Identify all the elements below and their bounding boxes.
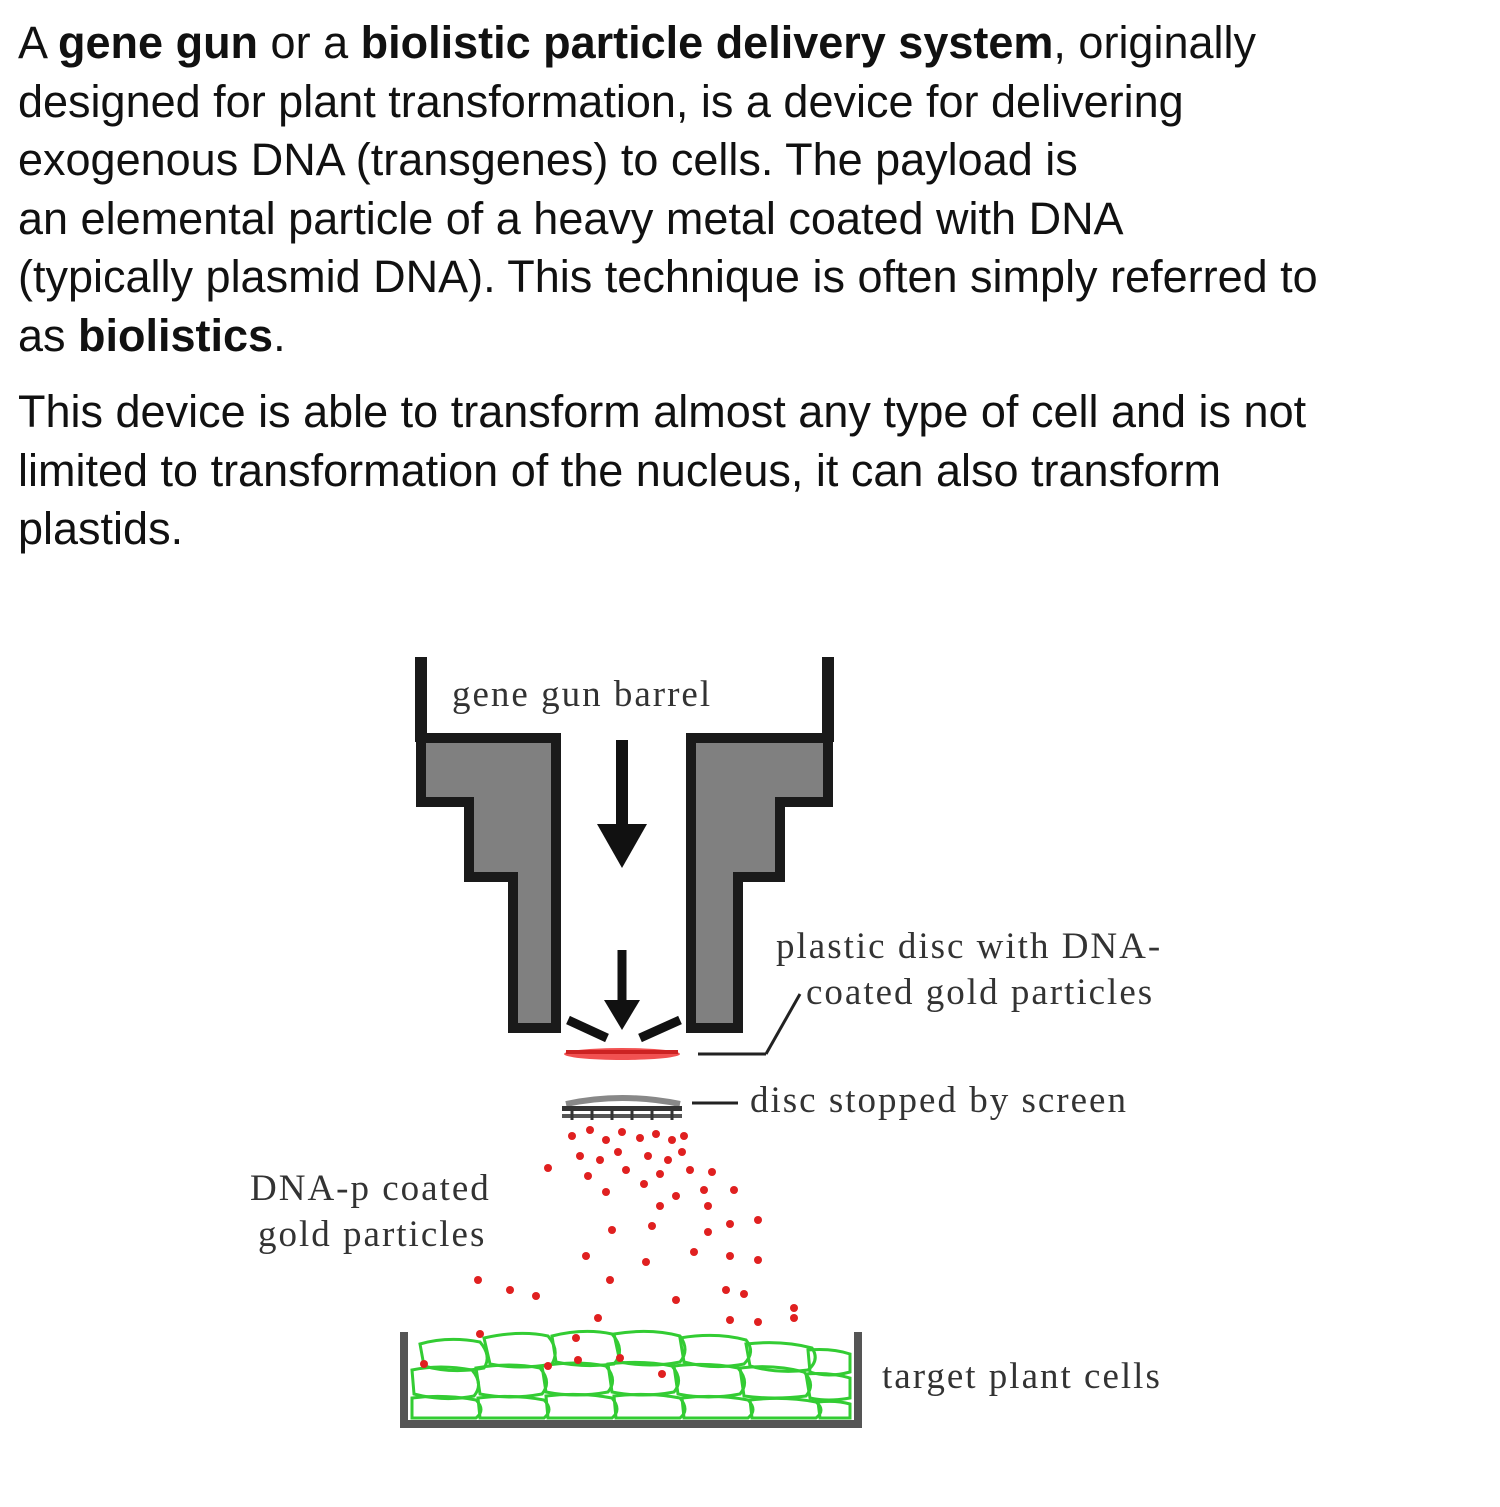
intro-text-1: A bbox=[18, 17, 59, 68]
intro-text-5: . bbox=[273, 309, 286, 361]
article-text: A gene gun or a biolistic particle deliv… bbox=[18, 14, 1488, 559]
barrel-left-nozzle bbox=[416, 733, 561, 1033]
disc-label-line-1: plastic disc with DNA- bbox=[776, 926, 1162, 967]
term-gene-gun: gene gun bbox=[58, 17, 259, 68]
intro-paragraph: A gene gun or a biolistic particle deliv… bbox=[18, 14, 1488, 365]
term-biolistics: biolistics bbox=[78, 309, 274, 361]
gold-particles-spray bbox=[474, 1126, 798, 1342]
barrel-right-nozzle bbox=[686, 733, 833, 1033]
intro-text-2: or a bbox=[258, 17, 361, 68]
intro-line-4: an elemental particle of a heavy metal c… bbox=[18, 192, 1124, 244]
disc-label-line-2: coated gold particles bbox=[806, 972, 1154, 1013]
particles-label-line-1: DNA-p coated bbox=[250, 1168, 491, 1209]
barrel-label: gene gun barrel bbox=[452, 674, 712, 715]
capability-line-2: limited to transformation of the nucleus… bbox=[18, 444, 1222, 496]
cells-label: target plant cells bbox=[882, 1356, 1162, 1397]
particles-label-line-2: gold particles bbox=[258, 1214, 486, 1255]
capability-line-3: plastids. bbox=[18, 503, 184, 554]
disc-pointer-slash bbox=[764, 993, 802, 1055]
screen-label: disc stopped by screen bbox=[750, 1080, 1128, 1121]
deflection-left-stroke bbox=[566, 1015, 609, 1043]
petri-dish-outline bbox=[400, 1332, 862, 1428]
intro-text-3: , originally bbox=[1053, 17, 1257, 68]
capability-paragraph: This device is able to transform almost … bbox=[18, 383, 1488, 559]
plastic-disc bbox=[564, 1048, 680, 1060]
intro-text-4: as bbox=[18, 309, 79, 361]
impact-arrow-icon bbox=[604, 950, 640, 1030]
target-cells-dish bbox=[400, 1329, 862, 1428]
plant-cells bbox=[410, 1329, 852, 1420]
embedded-particles bbox=[420, 1354, 666, 1378]
intro-line-2: designed for plant transformation, is a … bbox=[18, 75, 1184, 127]
deflection-right-stroke bbox=[638, 1015, 682, 1043]
thrust-arrow-icon bbox=[597, 740, 647, 868]
stopping-screen bbox=[562, 1095, 682, 1120]
capability-line-1: This device is able to transform almost … bbox=[18, 386, 1307, 437]
term-biolistic-system: biolistic particle delivery system bbox=[360, 17, 1054, 68]
intro-line-3: exogenous DNA (transgenes) to cells. The… bbox=[18, 134, 1078, 185]
intro-line-5: (typically plasmid DNA). This technique … bbox=[18, 251, 1318, 302]
